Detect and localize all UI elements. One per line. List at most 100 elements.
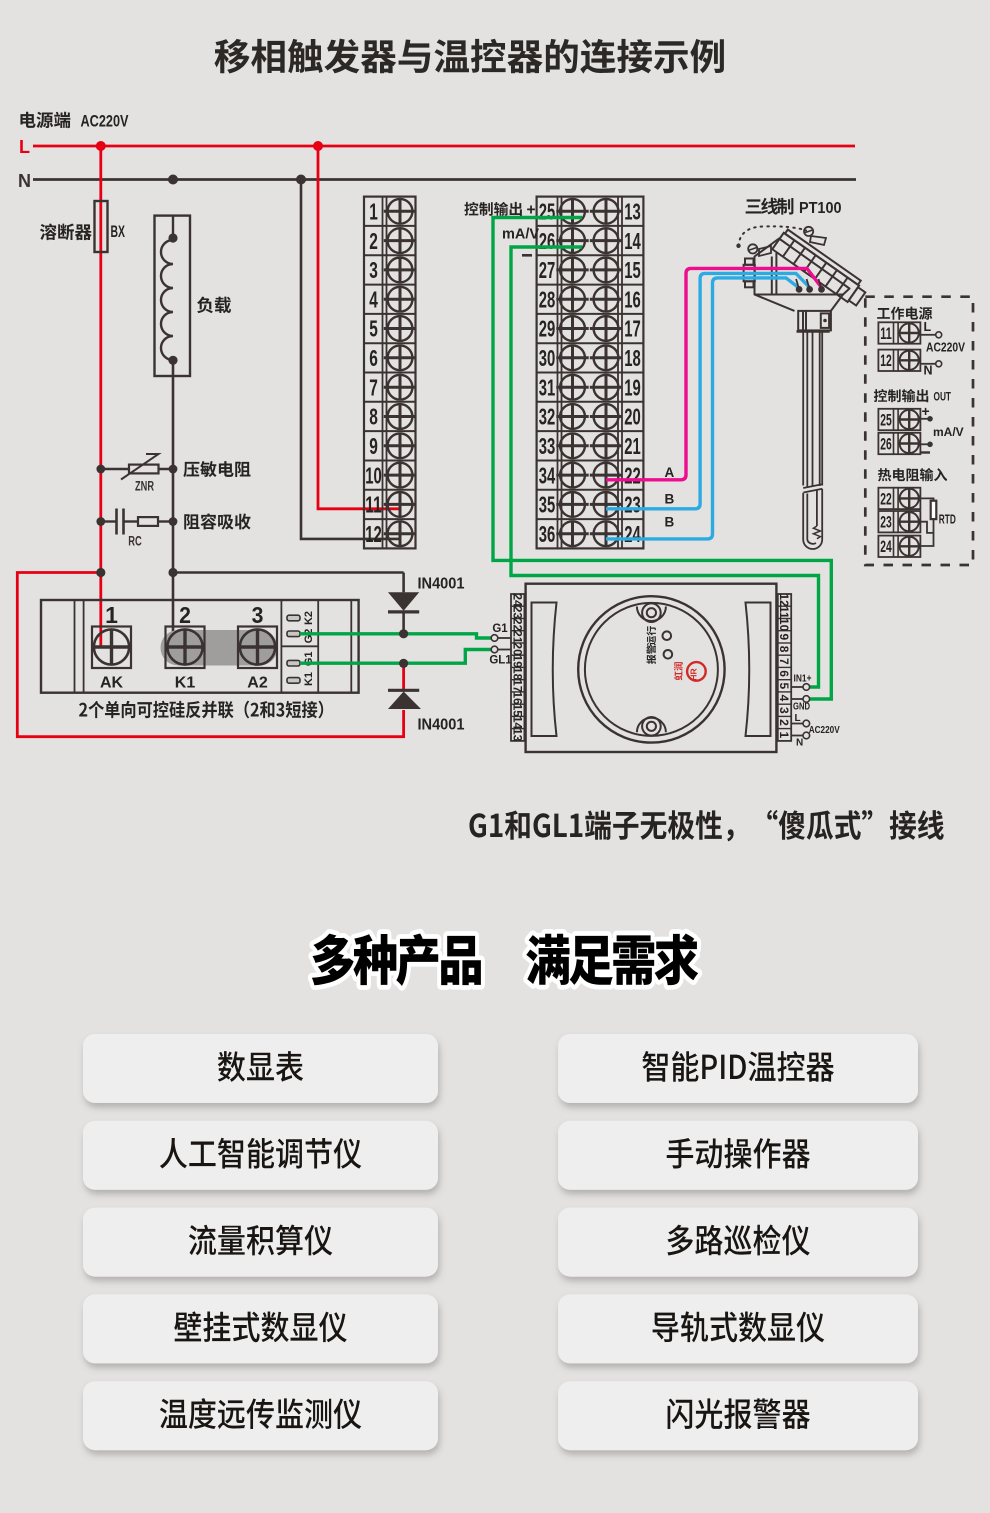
svg-text:17: 17	[624, 316, 641, 342]
svg-text:4: 4	[369, 286, 378, 312]
svg-text:+: +	[527, 202, 536, 219]
svg-text:25: 25	[880, 411, 892, 429]
svg-text:9: 9	[777, 633, 791, 640]
svg-text:L: L	[924, 320, 932, 334]
svg-text:23: 23	[510, 606, 524, 620]
svg-text:2: 2	[777, 719, 791, 726]
svg-text:N: N	[18, 171, 31, 191]
svg-text:N: N	[924, 364, 933, 378]
svg-text:6: 6	[777, 670, 791, 677]
svg-text:15: 15	[624, 257, 641, 283]
svg-text:36: 36	[539, 521, 556, 547]
svg-text:21: 21	[510, 630, 524, 644]
svg-text:27: 27	[539, 257, 556, 283]
svg-text:K1: K1	[303, 672, 315, 686]
svg-text:mA/V: mA/V	[502, 227, 539, 243]
svg-text:24: 24	[510, 593, 524, 607]
svg-text:23: 23	[624, 492, 641, 518]
svg-text:G1: G1	[492, 623, 508, 635]
svg-text:13: 13	[510, 728, 524, 742]
svg-text:22: 22	[510, 618, 524, 632]
svg-text:GL1: GL1	[489, 655, 512, 667]
svg-text:15: 15	[510, 704, 524, 718]
svg-text:ZNR: ZNR	[135, 479, 154, 494]
svg-text:IN1+: IN1+	[794, 674, 812, 685]
svg-text:6: 6	[369, 345, 378, 371]
svg-text:A2: A2	[247, 675, 268, 692]
svg-text:7: 7	[369, 374, 378, 400]
svg-text:12: 12	[365, 521, 382, 547]
svg-text:33: 33	[539, 433, 556, 459]
svg-text:GND: GND	[793, 702, 810, 713]
svg-text:26: 26	[880, 435, 892, 453]
svg-text:PT100: PT100	[799, 200, 842, 217]
svg-text:L: L	[795, 713, 801, 724]
svg-text:B: B	[665, 492, 675, 507]
svg-text:B: B	[665, 515, 675, 530]
svg-text:3: 3	[369, 257, 378, 283]
svg-text:11: 11	[777, 606, 791, 619]
svg-text:A: A	[665, 465, 675, 480]
svg-text:4: 4	[777, 695, 791, 702]
svg-text:IN4001: IN4001	[418, 717, 465, 734]
svg-text:mA/V: mA/V	[933, 425, 964, 439]
svg-text:1: 1	[777, 731, 791, 738]
svg-text:8: 8	[369, 404, 378, 430]
svg-text:11: 11	[365, 492, 382, 518]
svg-text:AK: AK	[100, 675, 124, 692]
svg-text:1: 1	[105, 602, 118, 628]
svg-text:7: 7	[777, 658, 791, 665]
svg-text:34: 34	[539, 462, 556, 488]
svg-text:24: 24	[880, 538, 892, 556]
svg-text:N: N	[796, 738, 803, 749]
svg-text:G2: G2	[303, 629, 315, 644]
svg-text:5: 5	[369, 316, 378, 342]
svg-text:AC220V: AC220V	[926, 341, 966, 355]
svg-text:20: 20	[624, 404, 641, 430]
svg-text:30: 30	[539, 345, 556, 371]
svg-text:RC: RC	[128, 534, 142, 549]
svg-text:3: 3	[777, 707, 791, 714]
svg-text:AC220V: AC220V	[81, 113, 129, 131]
svg-text:20: 20	[510, 642, 524, 656]
svg-text:22: 22	[880, 490, 892, 508]
svg-text:28: 28	[539, 286, 556, 312]
svg-text:12: 12	[880, 352, 892, 370]
svg-text:13: 13	[624, 199, 641, 225]
svg-text:IN4001: IN4001	[418, 576, 465, 593]
svg-text:2: 2	[369, 228, 378, 254]
svg-text:22: 22	[624, 462, 641, 488]
svg-text:17: 17	[510, 679, 524, 693]
svg-text:23: 23	[880, 514, 892, 532]
svg-text:11: 11	[880, 325, 892, 343]
svg-text:14: 14	[510, 716, 524, 730]
svg-text:19: 19	[624, 374, 641, 400]
svg-text:26: 26	[539, 228, 556, 254]
svg-text:16: 16	[624, 286, 641, 312]
svg-text:32: 32	[539, 404, 556, 430]
svg-text:25: 25	[539, 199, 556, 225]
svg-text:12: 12	[777, 593, 791, 607]
svg-text:BX: BX	[111, 222, 126, 241]
svg-text:HR: HR	[688, 668, 698, 680]
svg-text:2: 2	[179, 602, 191, 628]
svg-text:3: 3	[252, 602, 264, 628]
svg-text:AC220V: AC220V	[809, 725, 840, 736]
svg-text:10: 10	[365, 462, 382, 488]
svg-text:1: 1	[369, 199, 378, 225]
svg-text:24: 24	[624, 521, 641, 547]
svg-text:18: 18	[624, 345, 641, 371]
svg-text:K2: K2	[303, 611, 315, 625]
svg-text:9: 9	[369, 433, 378, 459]
svg-text:31: 31	[539, 374, 556, 400]
svg-text:5: 5	[777, 682, 791, 689]
svg-text:19: 19	[510, 655, 524, 669]
svg-text:18: 18	[510, 667, 524, 681]
svg-text:RTD: RTD	[939, 513, 956, 527]
svg-text:10: 10	[777, 618, 791, 632]
svg-text:+: +	[922, 403, 930, 419]
svg-text:L: L	[19, 137, 30, 157]
svg-text:21: 21	[624, 433, 641, 459]
svg-text:35: 35	[539, 492, 556, 518]
svg-text:OUT: OUT	[934, 392, 952, 404]
